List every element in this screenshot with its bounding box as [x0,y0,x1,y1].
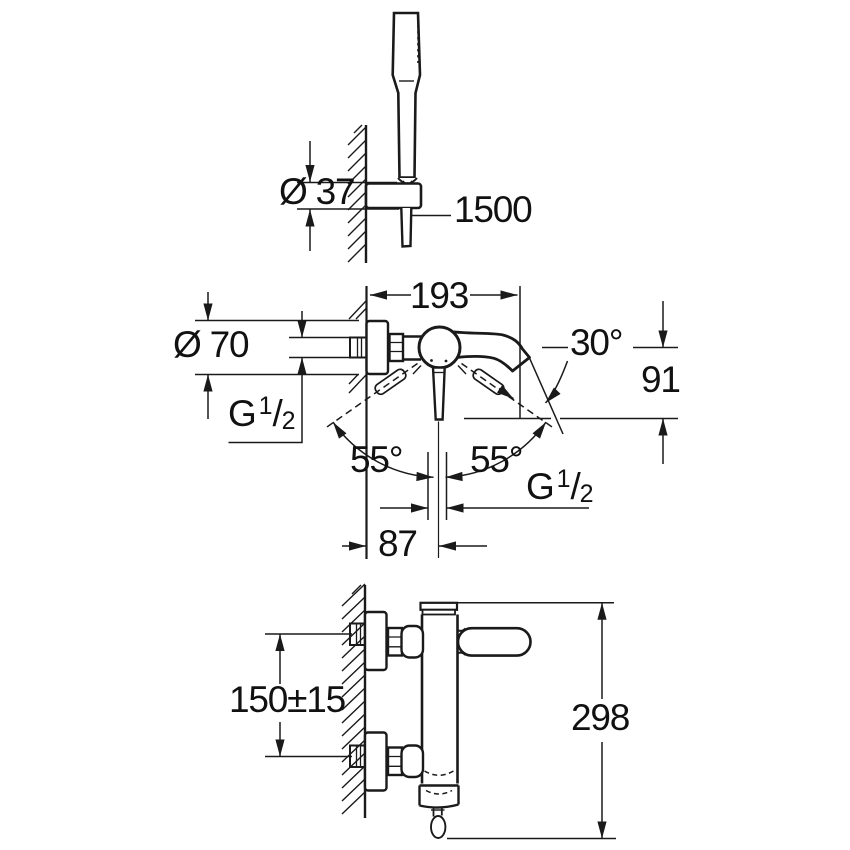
dim-ext-lines [297,181,451,217]
dim-escutcheon-diameter-label: Ø 70 [173,324,250,365]
hand-shower-view [297,11,451,263]
body-pipe [403,335,421,361]
side-view [265,583,616,840]
lever-motion-arrow [496,385,514,400]
cap-band [421,608,456,616]
wall-bracket [364,182,423,210]
lever-position-dashed-left [325,362,418,429]
outlet-ext-lines [427,452,448,520]
dim-lever-swing-left-label: 55° [350,439,404,480]
check-valve-housing-top [400,624,425,659]
wall-hatching [341,583,366,815]
escutcheon-top [363,610,388,672]
dim-spout-angle-label: 30° [570,322,624,363]
check-valve-housing-bottom [400,744,425,779]
hidden-edge-dashed [424,770,454,776]
handle-neck [457,627,467,656]
hose-coupling-nut [418,784,460,809]
joint-ticks [412,365,467,375]
nut-flats [388,636,402,648]
shower-hose [400,207,413,248]
spout [448,330,531,373]
dim-ghalf-leader [228,357,307,444]
dim-spout-drop-label: 91 [641,359,681,400]
body-cylinder [420,614,459,784]
wall-hatching [347,124,367,263]
dim-ghalf-ext [289,336,349,359]
union-nut-flats [389,341,403,353]
lever-silhouette-right [472,368,505,396]
union-nut [388,332,405,363]
ball-joint [417,325,462,370]
dim-outlet-offset-label: 87 [378,523,418,564]
nipple-hex-lines [355,745,362,767]
lever-handle-side [456,626,532,657]
union-nut-bottom [386,746,404,777]
wall-hatching [348,300,367,394]
front-view [195,286,678,559]
dim-30-leader [544,360,569,404]
nipple-hex-lines [355,623,362,645]
shower-handle [391,11,422,179]
lever-silhouette-left [374,368,407,396]
dim-hose-length-label: 1500 [454,189,533,230]
dim-bracket-diameter-label: Ø 37 [279,171,356,212]
dim-70-ext [195,319,359,376]
hidden-edge-dashed [425,789,453,795]
lever-handle [431,366,446,421]
union-nut-top [386,626,404,657]
lever-position-dashed-right [461,362,554,429]
dim-supply-spacing-label: 150±15 [229,679,346,720]
escutcheon-bottom [363,731,388,792]
angle-arc-left [332,421,434,482]
supply-nipple [349,336,368,359]
cartridge-cap [419,601,459,611]
supply-nipple-bottom [349,744,366,768]
dim-overall-height-label: 298 [571,697,630,738]
dim-298-ext [447,602,616,840]
supply-nipple-hex-lines [356,337,363,358]
dim-lever-swing-right-label: 55° [470,439,524,480]
dim-projection-label: 193 [410,275,469,316]
escutcheon [365,319,390,376]
pull-loop [430,815,447,839]
angle-arc-right [445,421,547,482]
nut-flats [388,755,402,767]
